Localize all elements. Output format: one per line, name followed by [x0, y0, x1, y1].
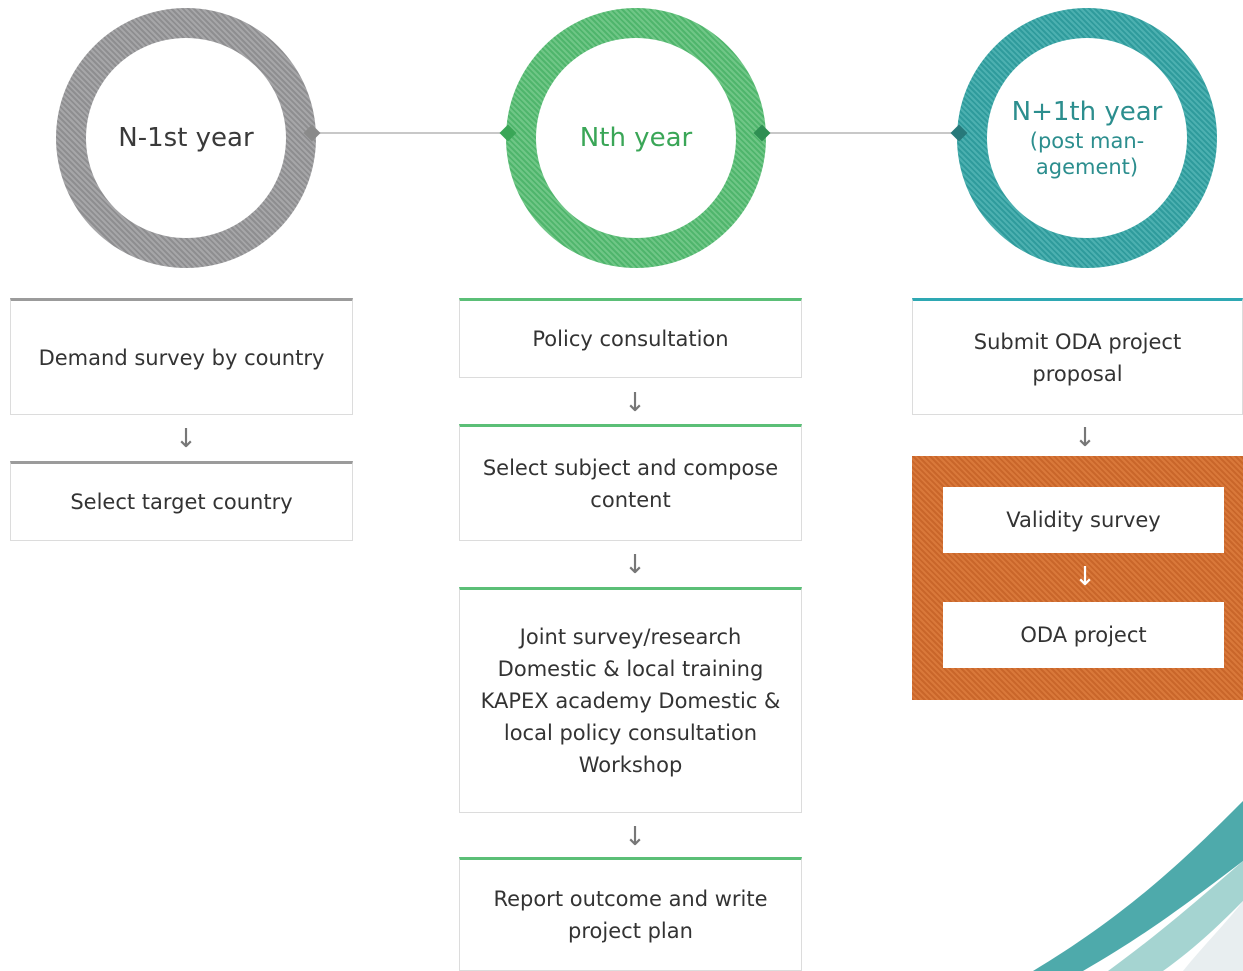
corner-wave-decoration — [1033, 801, 1243, 971]
connector-line-2 — [768, 132, 957, 134]
step-box: Report outcome and write project plan — [459, 857, 802, 971]
stage-label: N-1st year — [96, 8, 276, 268]
stage-label: N+1th year (post man- agement) — [997, 8, 1177, 268]
down-arrow-icon: ↓ — [624, 388, 646, 418]
step-box: Joint survey/research Domestic & local t… — [459, 587, 802, 813]
step-label: Submit ODA project proposal — [973, 329, 1182, 386]
connector-line-1 — [318, 132, 506, 134]
step-box: Submit ODA project proposal — [912, 298, 1243, 415]
stage-circle-n+1: N+1th year (post man- agement) — [957, 8, 1217, 268]
step-label: Joint survey/research Domestic & local t… — [480, 625, 781, 777]
panel-step-box: ODA project — [943, 602, 1224, 668]
step-label: Select target country — [70, 490, 293, 514]
stage-circle-n: Nth year — [506, 8, 766, 268]
step-box: Demand survey by country — [10, 298, 353, 415]
step-box: Select target country — [10, 461, 353, 541]
step-label: Policy consultation — [532, 327, 729, 351]
stage-circle-n-1: N-1st year — [56, 8, 316, 268]
step-box: Policy consultation — [459, 298, 802, 378]
step-label: Select subject and compose content — [482, 455, 779, 512]
down-arrow-icon: ↓ — [1074, 423, 1096, 453]
panel-step-label: Validity survey — [1006, 508, 1161, 532]
stage-label: Nth year — [546, 8, 726, 268]
down-arrow-icon: ↓ — [624, 550, 646, 580]
down-arrow-icon: ↓ — [624, 822, 646, 852]
stage-subtitle: (post man- agement) — [1029, 129, 1145, 179]
panel-step-label: ODA project — [1020, 623, 1147, 647]
step-label: Demand survey by country — [38, 345, 325, 370]
stage-title: N-1st year — [118, 123, 254, 153]
down-arrow-icon: ↓ — [1074, 562, 1096, 592]
panel-step-box: Validity survey — [943, 487, 1224, 553]
stage-title: N+1th year — [1011, 97, 1163, 127]
step-label: Report outcome and write project plan — [493, 887, 768, 943]
stage-title: Nth year — [579, 123, 693, 153]
validation-panel: Validity survey ↓ ODA project — [912, 456, 1243, 700]
down-arrow-icon: ↓ — [175, 424, 197, 454]
step-box: Select subject and compose content — [459, 424, 802, 541]
